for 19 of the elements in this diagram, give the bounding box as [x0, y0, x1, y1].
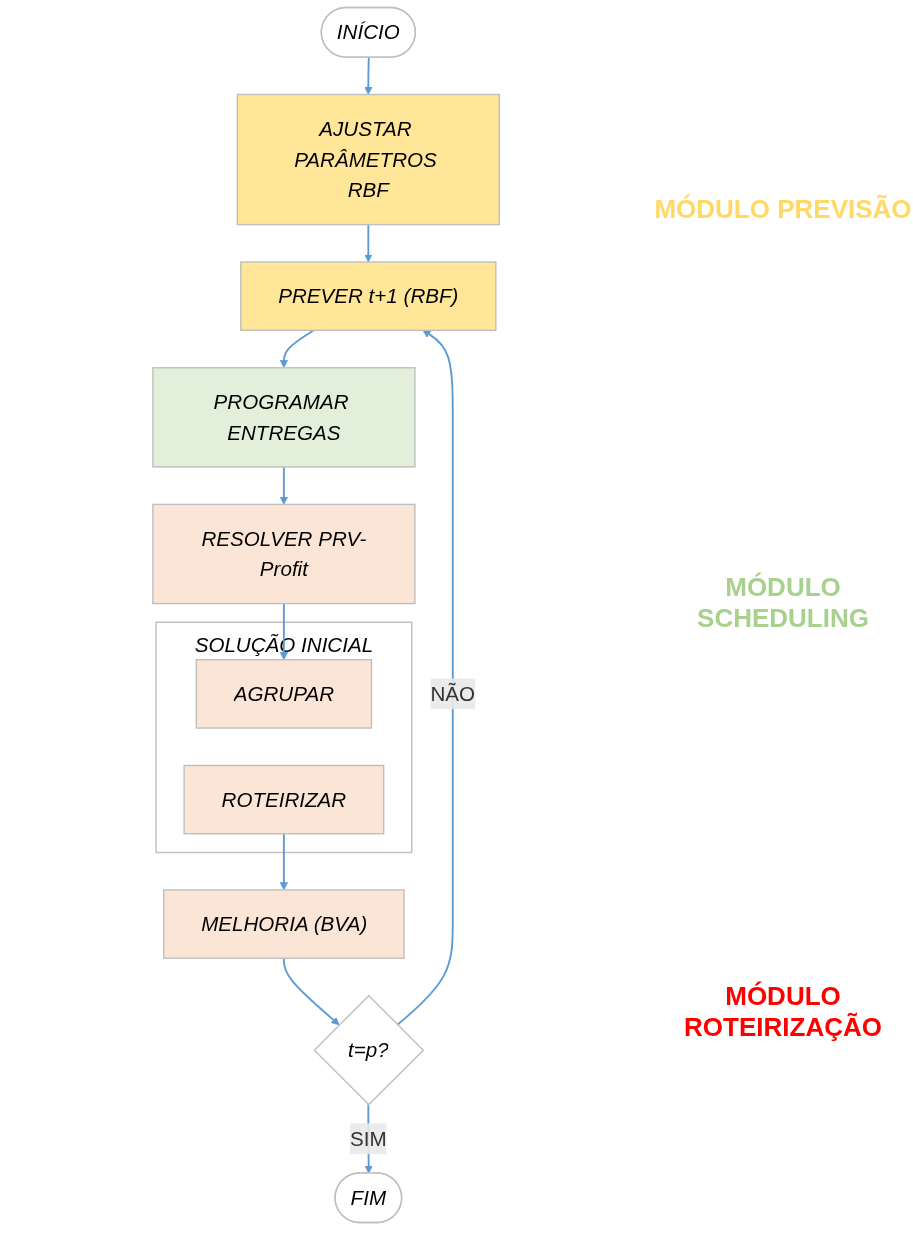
node-box: RESOLVER PRV-Profit [152, 503, 416, 605]
node-box: AJUSTAR PARÂMETROS RBF [237, 93, 501, 226]
node-box: PREVER t+1 (RBF) [240, 261, 497, 331]
arrow [396, 329, 455, 1026]
edge-label: SIM [350, 1127, 388, 1151]
edge-label: NÃO [430, 682, 476, 706]
arrow [280, 832, 289, 891]
node-box: MELHORIA (BVA) [163, 889, 406, 959]
arrow [364, 56, 373, 95]
arrow [280, 466, 289, 505]
module-label: MÓDULO ROTEIRIZAÇÃO [683, 981, 883, 1044]
arrow [364, 223, 373, 263]
node-box: ROTEIRIZAR [183, 764, 385, 835]
module-label: MÓDULO PREVISÃO [653, 193, 913, 225]
arrow [280, 329, 316, 369]
module-label: MÓDULO SCHEDULING [696, 572, 870, 634]
arrow [283, 957, 340, 1026]
node-box: PROGRAMAR ENTREGAS [152, 367, 416, 468]
node-diamond: t=p? [313, 994, 425, 1106]
